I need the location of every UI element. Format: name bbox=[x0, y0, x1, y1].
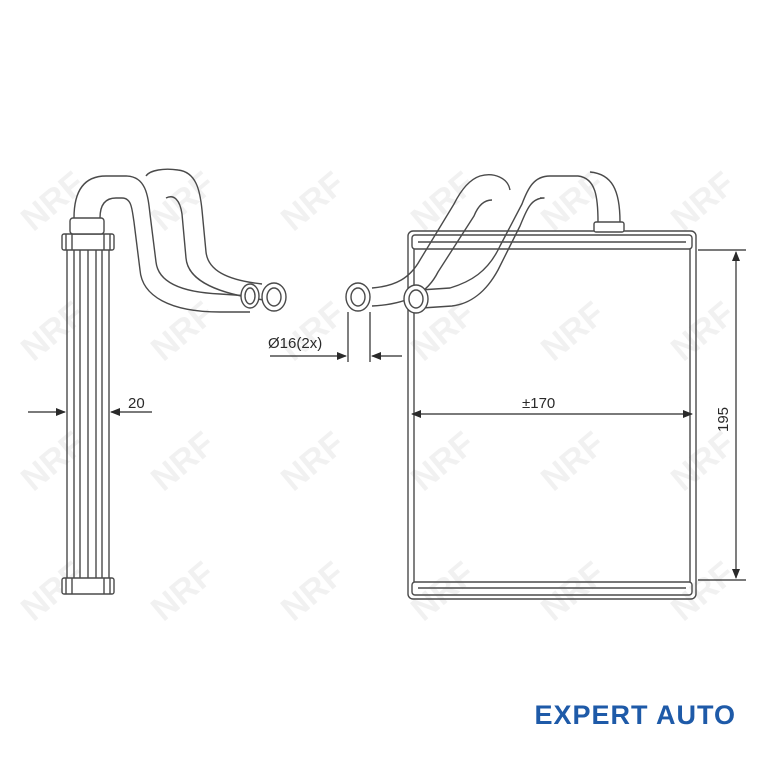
side-view bbox=[61, 168, 287, 595]
watermark-mark: NRF bbox=[404, 555, 482, 629]
width-label: ±170 bbox=[522, 395, 555, 412]
pipe-diameter-dimension bbox=[270, 312, 402, 362]
watermark-mark: NRF bbox=[664, 165, 742, 239]
watermark-mark: NRF bbox=[404, 425, 482, 499]
pipe-diameter-label: Ø16(2x) bbox=[268, 335, 322, 352]
watermark-mark: NRF bbox=[664, 425, 742, 499]
nrf-watermark-pattern: NRF NRF NRF NRF NRF NRF NRF NRF NRF NRF NRF NRF NRF N… bbox=[14, 165, 742, 629]
watermark-mark: NRF bbox=[534, 555, 612, 629]
watermark-mark: NRF bbox=[144, 555, 222, 629]
watermark-mark: NRF bbox=[404, 165, 482, 239]
watermark-mark: NRF bbox=[144, 295, 222, 369]
watermark-mark: NRF bbox=[534, 295, 612, 369]
front-view bbox=[345, 171, 697, 600]
watermark-mark: NRF bbox=[274, 295, 352, 369]
height-dimension bbox=[698, 249, 746, 581]
brand-logo-text: EXPERT AUTO bbox=[534, 700, 736, 730]
watermark-mark: NRF bbox=[534, 425, 612, 499]
watermark-mark: NRF bbox=[274, 425, 352, 499]
watermark-mark: NRF bbox=[664, 555, 742, 629]
thickness-label: 20 bbox=[128, 395, 145, 412]
watermark-mark: NRF bbox=[664, 295, 742, 369]
height-label: 195 bbox=[715, 407, 732, 432]
watermark-mark: NRF bbox=[144, 425, 222, 499]
watermark-mark: NRF bbox=[274, 555, 352, 629]
watermark-mark: NRF bbox=[274, 165, 352, 239]
